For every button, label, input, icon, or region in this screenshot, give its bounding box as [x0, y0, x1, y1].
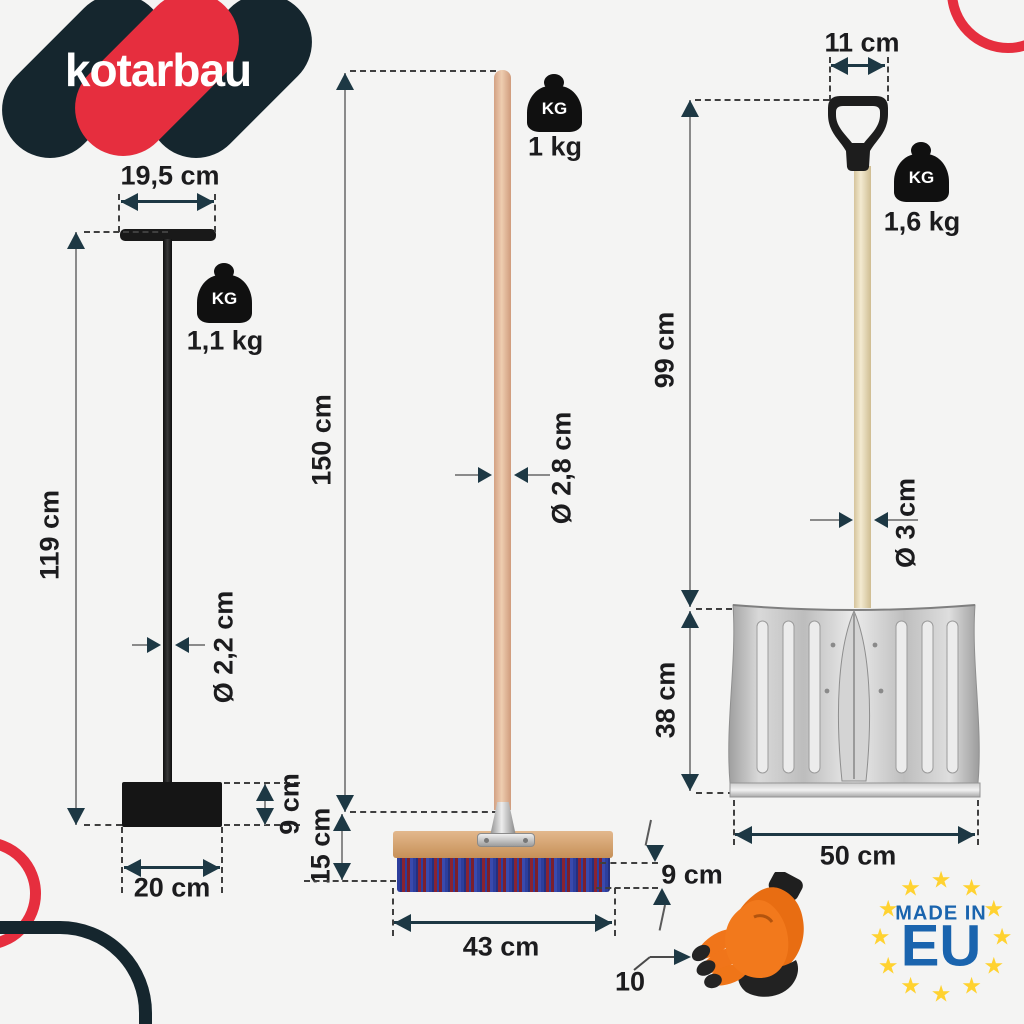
- ice-chopper-blade-width-label: 20 cm: [133, 872, 211, 903]
- ice-chopper-shaft: [163, 239, 172, 784]
- eu-star-icon: ★: [961, 874, 982, 901]
- broom-bracket: [477, 833, 535, 847]
- shovel-shaft-length-arrow: [681, 100, 699, 607]
- ice-chopper-blade: [122, 782, 222, 827]
- gloves-size-label: 10: [614, 966, 646, 997]
- weight-icon: KG: [894, 154, 949, 202]
- ice-chopper-blade-height-label: 9 cm: [274, 773, 305, 835]
- weight-icon-label: KG: [908, 168, 935, 187]
- shovel-shaft-length-label: 99 cm: [649, 311, 680, 389]
- broom-length-label: 150 cm: [306, 394, 337, 486]
- shovel-shaft: [854, 166, 871, 608]
- decor-ring-top-right: [947, 0, 1024, 53]
- extension-line: [887, 57, 889, 101]
- broom-head-width-arrow: [394, 913, 612, 932]
- extension-line: [221, 827, 223, 893]
- shovel-grip-width-label: 11 cm: [824, 27, 900, 58]
- shovel-blade-height-arrow: [681, 611, 699, 791]
- eu-star-icon: ★: [900, 874, 921, 901]
- extension-line: [224, 782, 300, 784]
- eu-star-icon: ★: [877, 952, 899, 978]
- work-gloves: [691, 872, 804, 997]
- eu-star-icon: ★: [877, 895, 899, 921]
- ice-chopper-blade-height-arrow: [256, 784, 274, 825]
- ice-chopper-width-label: 19,5 cm: [120, 160, 220, 191]
- broom-bristles: [397, 858, 610, 892]
- gloves-size-arrow: [633, 949, 691, 971]
- weight-icon-label: KG: [211, 289, 238, 308]
- shovel-blade-height-label: 38 cm: [650, 661, 681, 739]
- shovel-diameter-label: Ø 3 cm: [890, 477, 921, 569]
- extension-line: [977, 800, 979, 845]
- ice-chopper-width-arrow: [121, 192, 214, 211]
- ice-chopper-diameter-arrow-right: [175, 637, 205, 653]
- eu-star-icon: ★: [900, 972, 921, 999]
- weight-icon: KG: [527, 86, 582, 132]
- ice-chopper-weight-label: 1,1 kg: [186, 325, 264, 356]
- brand-logo-text: kotarbau: [64, 44, 252, 96]
- eu-star-icon: ★: [930, 866, 952, 893]
- extension-line: [614, 888, 616, 936]
- broom-weight-label: 1 kg: [527, 131, 583, 162]
- made-in-label: MADE IN: [895, 902, 987, 925]
- extension-line: [392, 888, 394, 936]
- broom-head-height-label: 15 cm: [305, 807, 336, 885]
- ice-chopper-blade-width-arrow: [124, 858, 220, 877]
- extension-line: [304, 880, 396, 882]
- extension-line: [696, 792, 734, 794]
- extension-line: [350, 811, 498, 813]
- extension-line: [121, 827, 123, 893]
- shovel-weight-label: 1,6 kg: [883, 206, 961, 237]
- shovel-blade-width-arrow: [735, 825, 975, 844]
- ice-chopper-diameter-label: Ø 2,2 cm: [208, 590, 239, 704]
- ice-chopper-height-arrow: [67, 232, 85, 825]
- extension-line: [596, 887, 658, 889]
- broom-diameter-arrow-left: [455, 467, 492, 483]
- arrowhead-icon: [646, 845, 664, 862]
- shovel-grip-width-arrow: [831, 56, 885, 75]
- broom-diameter-arrow-right: [514, 467, 550, 483]
- made-in-eu-badge: ★★★★★★★★★★★★ MADE IN EU: [870, 867, 1013, 1007]
- ice-chopper-height-label: 119 cm: [34, 489, 65, 581]
- extension-line: [214, 194, 216, 232]
- screw-icon: [523, 838, 528, 843]
- extension-line: [350, 70, 496, 72]
- eu-star-icon: ★: [991, 923, 1013, 950]
- extension-line: [84, 231, 168, 233]
- shovel-diameter-arrow-left: [810, 512, 853, 528]
- extension-line: [733, 800, 735, 845]
- arrowhead-icon: [653, 888, 671, 905]
- broom-handle: [494, 70, 511, 810]
- broom-length-arrow: [336, 73, 354, 812]
- extension-line: [600, 862, 658, 864]
- broom-head-height-arrow: [333, 814, 351, 880]
- screw-icon: [484, 838, 489, 843]
- extension-line: [84, 824, 122, 826]
- leader-line: [658, 904, 666, 931]
- ice-chopper-diameter-arrow-left: [132, 637, 161, 653]
- eu-star-icon: ★: [983, 895, 1005, 921]
- eu-label: EU: [900, 913, 982, 979]
- eu-star-icon: ★: [961, 972, 982, 999]
- eu-star-icon: ★: [869, 923, 891, 950]
- shovel-blade: [728, 604, 981, 798]
- decor-corner-pill: [0, 921, 152, 1024]
- eu-star-icon: ★: [983, 952, 1005, 978]
- leader-line: [644, 819, 652, 846]
- extension-line: [829, 57, 831, 101]
- extension-line: [224, 824, 300, 826]
- broom-head-depth-label: 9 cm: [661, 859, 723, 890]
- shovel-diameter-arrow-right: [874, 512, 918, 528]
- weight-icon: KG: [197, 275, 252, 323]
- extension-line: [695, 99, 829, 101]
- eu-star-icon: ★: [930, 980, 952, 1007]
- shovel-d-handle: [828, 96, 888, 171]
- extension-line: [696, 608, 732, 610]
- weight-icon-label: KG: [541, 99, 568, 118]
- broom-head-width-label: 43 cm: [462, 931, 540, 962]
- broom-diameter-label: Ø 2,8 cm: [546, 411, 577, 525]
- extension-line: [118, 194, 120, 232]
- shovel-blade-width-label: 50 cm: [819, 840, 897, 871]
